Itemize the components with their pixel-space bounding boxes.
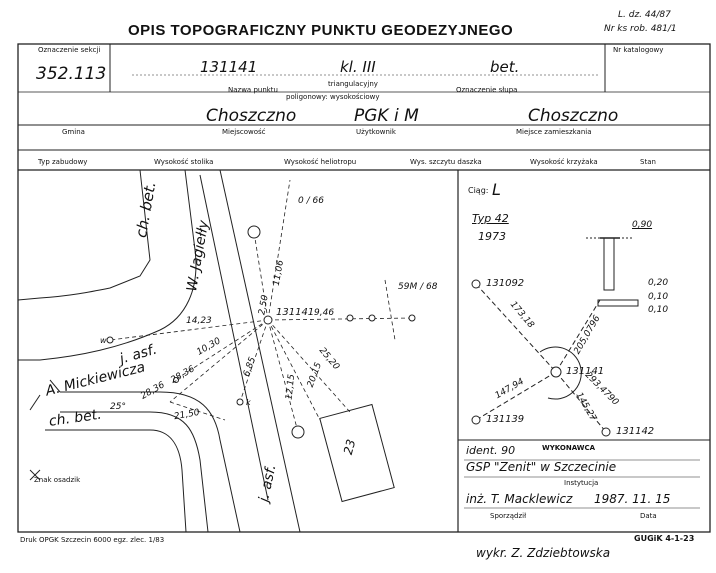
typ-value: Typ 42 xyxy=(472,212,509,225)
miejsce-zam-value: Choszczno xyxy=(528,106,619,126)
data-label: Data xyxy=(640,512,657,520)
druk-note: Druk OPGK Szczecin 6000 egz. zlec. 1/83 xyxy=(20,536,165,544)
miejscowosc-value: Choszczno xyxy=(206,106,297,126)
instytucja-value: GSP "Zenit" w Szczecinie xyxy=(466,460,617,474)
point-131142: 131142 xyxy=(616,426,655,437)
sporzadzil-value: inż. T. Macklewicz xyxy=(466,492,573,506)
poligonowy-label: poligonowy: wysokościowy xyxy=(286,93,380,101)
oznaczenie-slupa-label: Oznaczenie słupa xyxy=(456,86,518,94)
dist-14-23: 14,23 xyxy=(186,316,212,326)
nr-ks-rob: Nr ks rob. 481/1 xyxy=(604,24,677,34)
nazwa-punktu-label: Nazwa punktu xyxy=(228,86,278,94)
sporzadzil-label: Sporządził xyxy=(490,512,527,520)
ref-right: 59M / 68 xyxy=(398,282,438,292)
wykr-signature: wykr. Z. Zdziebtowska xyxy=(476,546,611,560)
miejscowosc-label: Miejscowość xyxy=(222,128,266,136)
uzytkownik-value: PGK i M xyxy=(354,106,419,126)
wys-szczytu-daszka-label: Wys. szczytu daszka xyxy=(410,158,482,166)
ciag-value: L xyxy=(492,180,501,199)
rok-value: 1973 xyxy=(478,230,506,243)
typ-zabudowy-label: Typ zabudowy xyxy=(38,158,88,166)
nr-katalogowy-label: Nr katalogowy xyxy=(613,46,664,54)
l-dz: L. dz. 44/87 xyxy=(618,10,671,20)
ciag-label: Ciąg: xyxy=(468,186,489,195)
mark-k: k xyxy=(246,398,251,407)
klasa-value: kl. III xyxy=(340,58,376,76)
form-title: OPIS TOPOGRAFICZNY PUNKTU GEODEZYJNEGO xyxy=(128,22,514,39)
point-131141: 131141 xyxy=(276,307,315,318)
gmina-label: Gmina xyxy=(62,128,85,136)
wysokosc-stolika-label: Wysokość stolika xyxy=(154,158,214,166)
triangulacyjny-label: triangulacyjny xyxy=(328,80,378,88)
dim-1: 0,20 xyxy=(648,278,669,288)
data-value: 1987. 11. 15 xyxy=(594,492,671,506)
gugik-code: GUGiK 4-1-23 xyxy=(634,534,695,543)
dim-3: 0,10 xyxy=(648,305,669,315)
point-131092: 131092 xyxy=(486,278,525,289)
mark-w: w xyxy=(100,336,107,345)
znak-osadzik-legend: Znak osadzik xyxy=(34,476,81,484)
stan-label: Stan xyxy=(640,158,656,166)
instytucja-label: Instytucja xyxy=(564,479,599,487)
wykonawca-label: WYKONAWCA xyxy=(542,444,596,452)
uzytkownik-label: Użytkownik xyxy=(356,128,396,136)
ref-top: 0 / 66 xyxy=(298,196,324,206)
oznaczenie-sekcji-label: Oznaczenie sekcji xyxy=(38,46,101,54)
dist-9-46: 9,46 xyxy=(314,308,335,318)
miejsce-zam-label: Miejsce zamieszkania xyxy=(516,128,592,136)
nazwa-punktu-value: 131141 xyxy=(200,58,258,76)
point-131141-right: 131141 xyxy=(566,366,605,377)
dist-25: 25° xyxy=(110,402,126,412)
oznaczenie-slupa-value: bet. xyxy=(490,58,520,76)
oznaczenie-sekcji-value: 352.113 xyxy=(36,64,107,84)
ident-value: ident. 90 xyxy=(466,444,516,457)
wysokosc-heliotropu-label: Wysokość heliotropu xyxy=(284,158,357,166)
dim-top: 0,90 xyxy=(632,220,653,230)
dim-2: 0,10 xyxy=(648,292,669,302)
point-131139: 131139 xyxy=(486,414,525,425)
wysokosc-krzyzaka-label: Wysokość krzyżaka xyxy=(530,158,598,166)
